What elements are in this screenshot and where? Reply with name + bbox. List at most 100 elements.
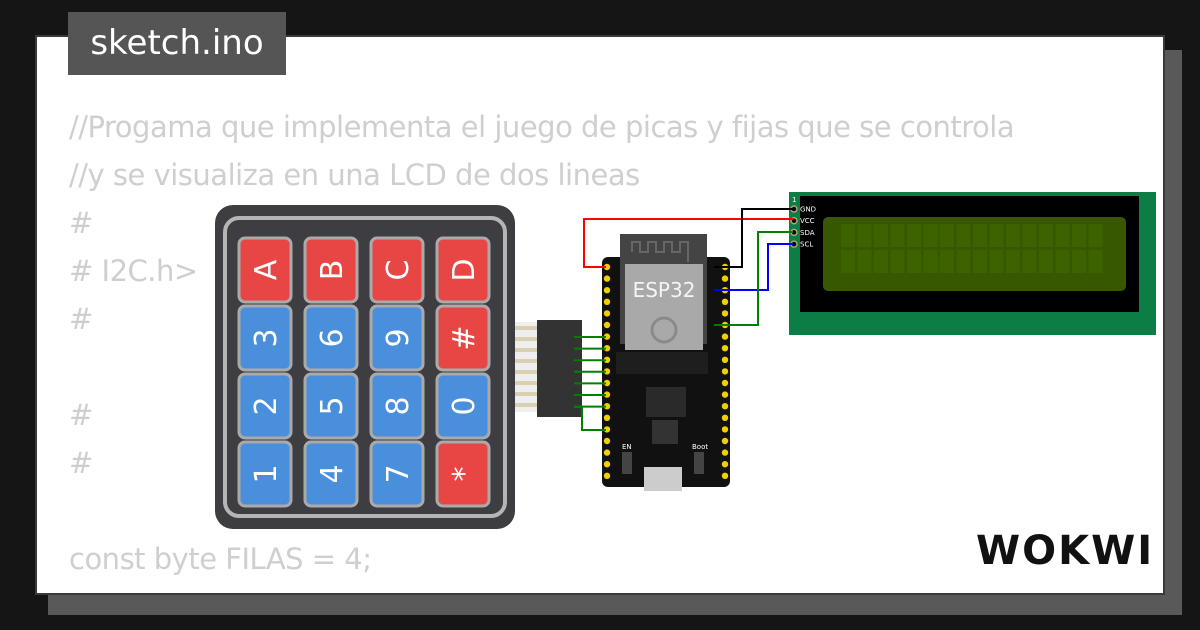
key-5[interactable]: 5 [303,372,359,440]
lcd-cell [841,224,855,247]
pin-left[interactable] [603,403,611,410]
pin-left[interactable] [603,263,611,271]
pin-left[interactable] [603,345,611,352]
lcd-cell [940,250,954,273]
key-2[interactable]: 2 [237,372,293,440]
pin-right[interactable] [721,403,729,410]
pin-left[interactable] [603,310,611,317]
lcd-cell [989,250,1004,273]
key-1[interactable]: 1 [237,440,293,508]
wire-scl [714,243,793,291]
key-B[interactable]: B [303,236,359,304]
pin-left[interactable] [603,449,611,456]
key-0[interactable]: 0 [435,372,491,440]
lcd-pin-label: VCC [800,217,815,225]
pin-left[interactable] [603,333,611,340]
key-4[interactable]: 4 [303,440,359,508]
wire-vcc [583,218,793,268]
wokwi-logo: WOKWI [976,528,1155,574]
code-line: # [69,398,93,432]
pin-right[interactable] [721,298,729,305]
pin-right[interactable] [721,414,729,421]
pin-left[interactable] [603,391,611,398]
key-A[interactable]: A [237,236,293,304]
keypad-ribbon [515,320,582,417]
pin-left[interactable] [603,414,611,421]
pin-left[interactable] [603,356,611,363]
pin-right[interactable] [721,461,729,468]
en-button[interactable] [622,452,632,474]
espressif-logo-icon [650,316,678,344]
boot-button[interactable] [694,452,704,474]
file-tab[interactable]: sketch.ino [68,12,286,75]
antenna-trace-icon [631,241,689,262]
key-label: B [315,260,350,281]
pin-left[interactable] [603,287,611,294]
pin-left[interactable] [603,461,611,468]
lcd-cell [1088,250,1103,273]
key-6[interactable]: 6 [303,304,359,372]
wire-keypad [574,406,606,431]
pin-left[interactable] [603,437,611,445]
key-label: 2 [249,396,284,415]
pin-right[interactable] [721,356,729,363]
pin-left[interactable] [603,275,611,282]
code-line: # [69,446,93,480]
key-label: * [447,467,482,482]
lcd-cell [1072,250,1086,273]
pin-right[interactable] [721,472,729,479]
lcd-cell [874,224,888,247]
lcd-cell [1006,224,1020,247]
code-line: # [69,206,93,240]
pin-right[interactable] [721,449,729,456]
pin-left[interactable] [603,321,611,329]
lcd-cell [1055,224,1070,247]
code-line: const byte FILAS = 4; [69,542,372,576]
lcd-pin-label: GND [800,206,816,214]
pin-right[interactable] [721,437,729,445]
usb-port [644,467,682,491]
pin-right[interactable] [721,379,729,387]
boot-label: Boot [692,443,708,451]
key-7[interactable]: 7 [369,440,425,508]
wire-sda [714,231,793,326]
key-9[interactable]: 9 [369,304,425,372]
esp32-board[interactable]: ESP32 EN Boot [602,234,730,491]
code-line: //Progama que implementa el juego de pic… [69,110,1015,144]
lcd-cell [956,224,971,247]
pin-left[interactable] [603,298,611,305]
lcd-cell [907,250,921,273]
key-3[interactable]: 3 [237,304,293,372]
pin-right[interactable] [721,333,729,340]
lcd-cell [1039,224,1053,247]
key-label: 4 [315,464,350,483]
pin-right[interactable] [721,391,729,398]
key-*[interactable]: * [435,440,491,508]
key-label: 9 [381,328,416,347]
key-D[interactable]: D [435,236,491,304]
pin-left[interactable] [603,379,611,387]
pin-right[interactable] [721,275,729,282]
pin-right[interactable] [721,345,729,352]
lcd-cell [907,224,921,247]
key-8[interactable]: 8 [369,372,425,440]
key-#[interactable]: # [435,304,491,372]
lcd-cell [890,250,905,273]
lcd-cell [989,224,1004,247]
key-label: A [249,259,284,280]
pin-right[interactable] [721,310,729,317]
pin-right[interactable] [721,368,729,375]
lcd-pin1-label: 1 [792,196,796,204]
key-label: 0 [447,396,482,415]
key-label: C [381,260,416,281]
pin-left[interactable] [603,472,611,479]
pin-right[interactable] [721,426,729,433]
key-C[interactable]: C [369,236,425,304]
key-label: # [447,325,482,350]
pin-left[interactable] [603,368,611,375]
key-label: 1 [249,464,284,483]
lcd-cell [973,224,987,247]
code-line: # [69,302,93,336]
